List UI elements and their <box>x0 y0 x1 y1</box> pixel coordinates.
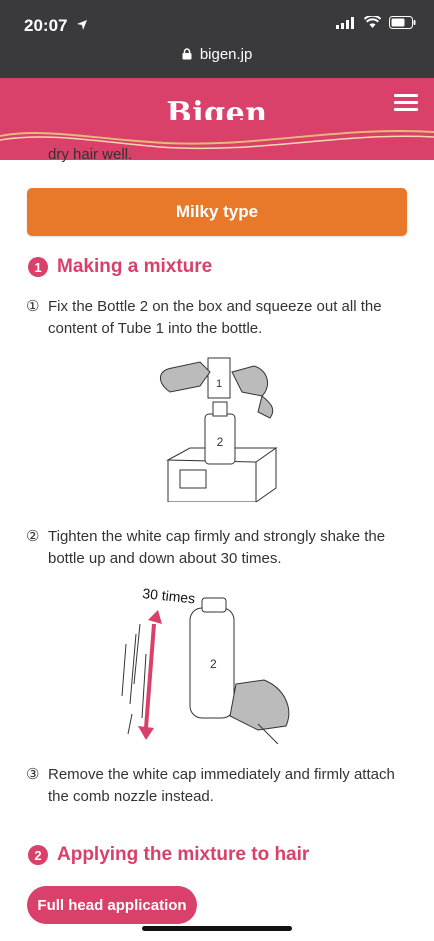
status-icons <box>336 16 416 29</box>
location-arrow-icon <box>77 20 87 30</box>
step-text-3: Remove the white cap immediately and fir… <box>48 766 395 805</box>
header-wave <box>0 120 434 150</box>
previous-step-text: dry hair well. <box>48 146 133 163</box>
status-time: 20:07 <box>24 16 68 35</box>
step-text-1: Fix the Bottle 2 on the box and squeeze … <box>48 298 382 337</box>
wifi-icon <box>364 16 381 28</box>
shake-caption: 30 times <box>142 585 196 606</box>
full-head-application-button[interactable]: Full head application <box>27 886 197 924</box>
milky-type-button[interactable]: Milky type <box>27 188 407 236</box>
step-1: ① Fix the Bottle 2 on the box and squeez… <box>26 296 416 340</box>
shake-bottle-label: 2 <box>210 657 217 671</box>
section-title-applying-mixture: Applying the mixture to hair <box>57 844 310 865</box>
section-applying-mixture: 2 Applying the mixture to hair <box>28 844 309 866</box>
shake-bottle-illustration: 30 times 2 <box>121 585 290 744</box>
url-bar[interactable]: bigen.jp <box>0 40 434 78</box>
section-number-1: 1 <box>28 257 48 277</box>
lock-icon <box>182 48 192 60</box>
signal-icon <box>336 16 354 29</box>
bottle-label: 2 <box>217 435 224 449</box>
section-title-making-mixture: Making a mixture <box>57 256 213 277</box>
tube-label: 1 <box>216 378 222 390</box>
section-number-2: 2 <box>28 845 48 865</box>
section-making-mixture: 1 Making a mixture <box>28 256 212 278</box>
step-text-2: Tighten the white cap firmly and strongl… <box>48 528 386 567</box>
url-text: bigen.jp <box>199 46 253 63</box>
battery-icon <box>389 16 416 29</box>
step-2: ② Tighten the white cap firmly and stron… <box>26 526 416 570</box>
hamburger-menu-icon[interactable] <box>394 94 418 112</box>
squeeze-tube-illustration: 1 2 <box>160 357 278 502</box>
step-3: ③ Remove the white cap immediately and f… <box>26 764 416 808</box>
site-header: Bigen <box>0 78 434 160</box>
step-mark-2: ② <box>26 528 40 545</box>
home-indicator <box>142 926 292 931</box>
step-mark-3: ③ <box>26 766 40 783</box>
step-mark-1: ① <box>26 298 40 315</box>
